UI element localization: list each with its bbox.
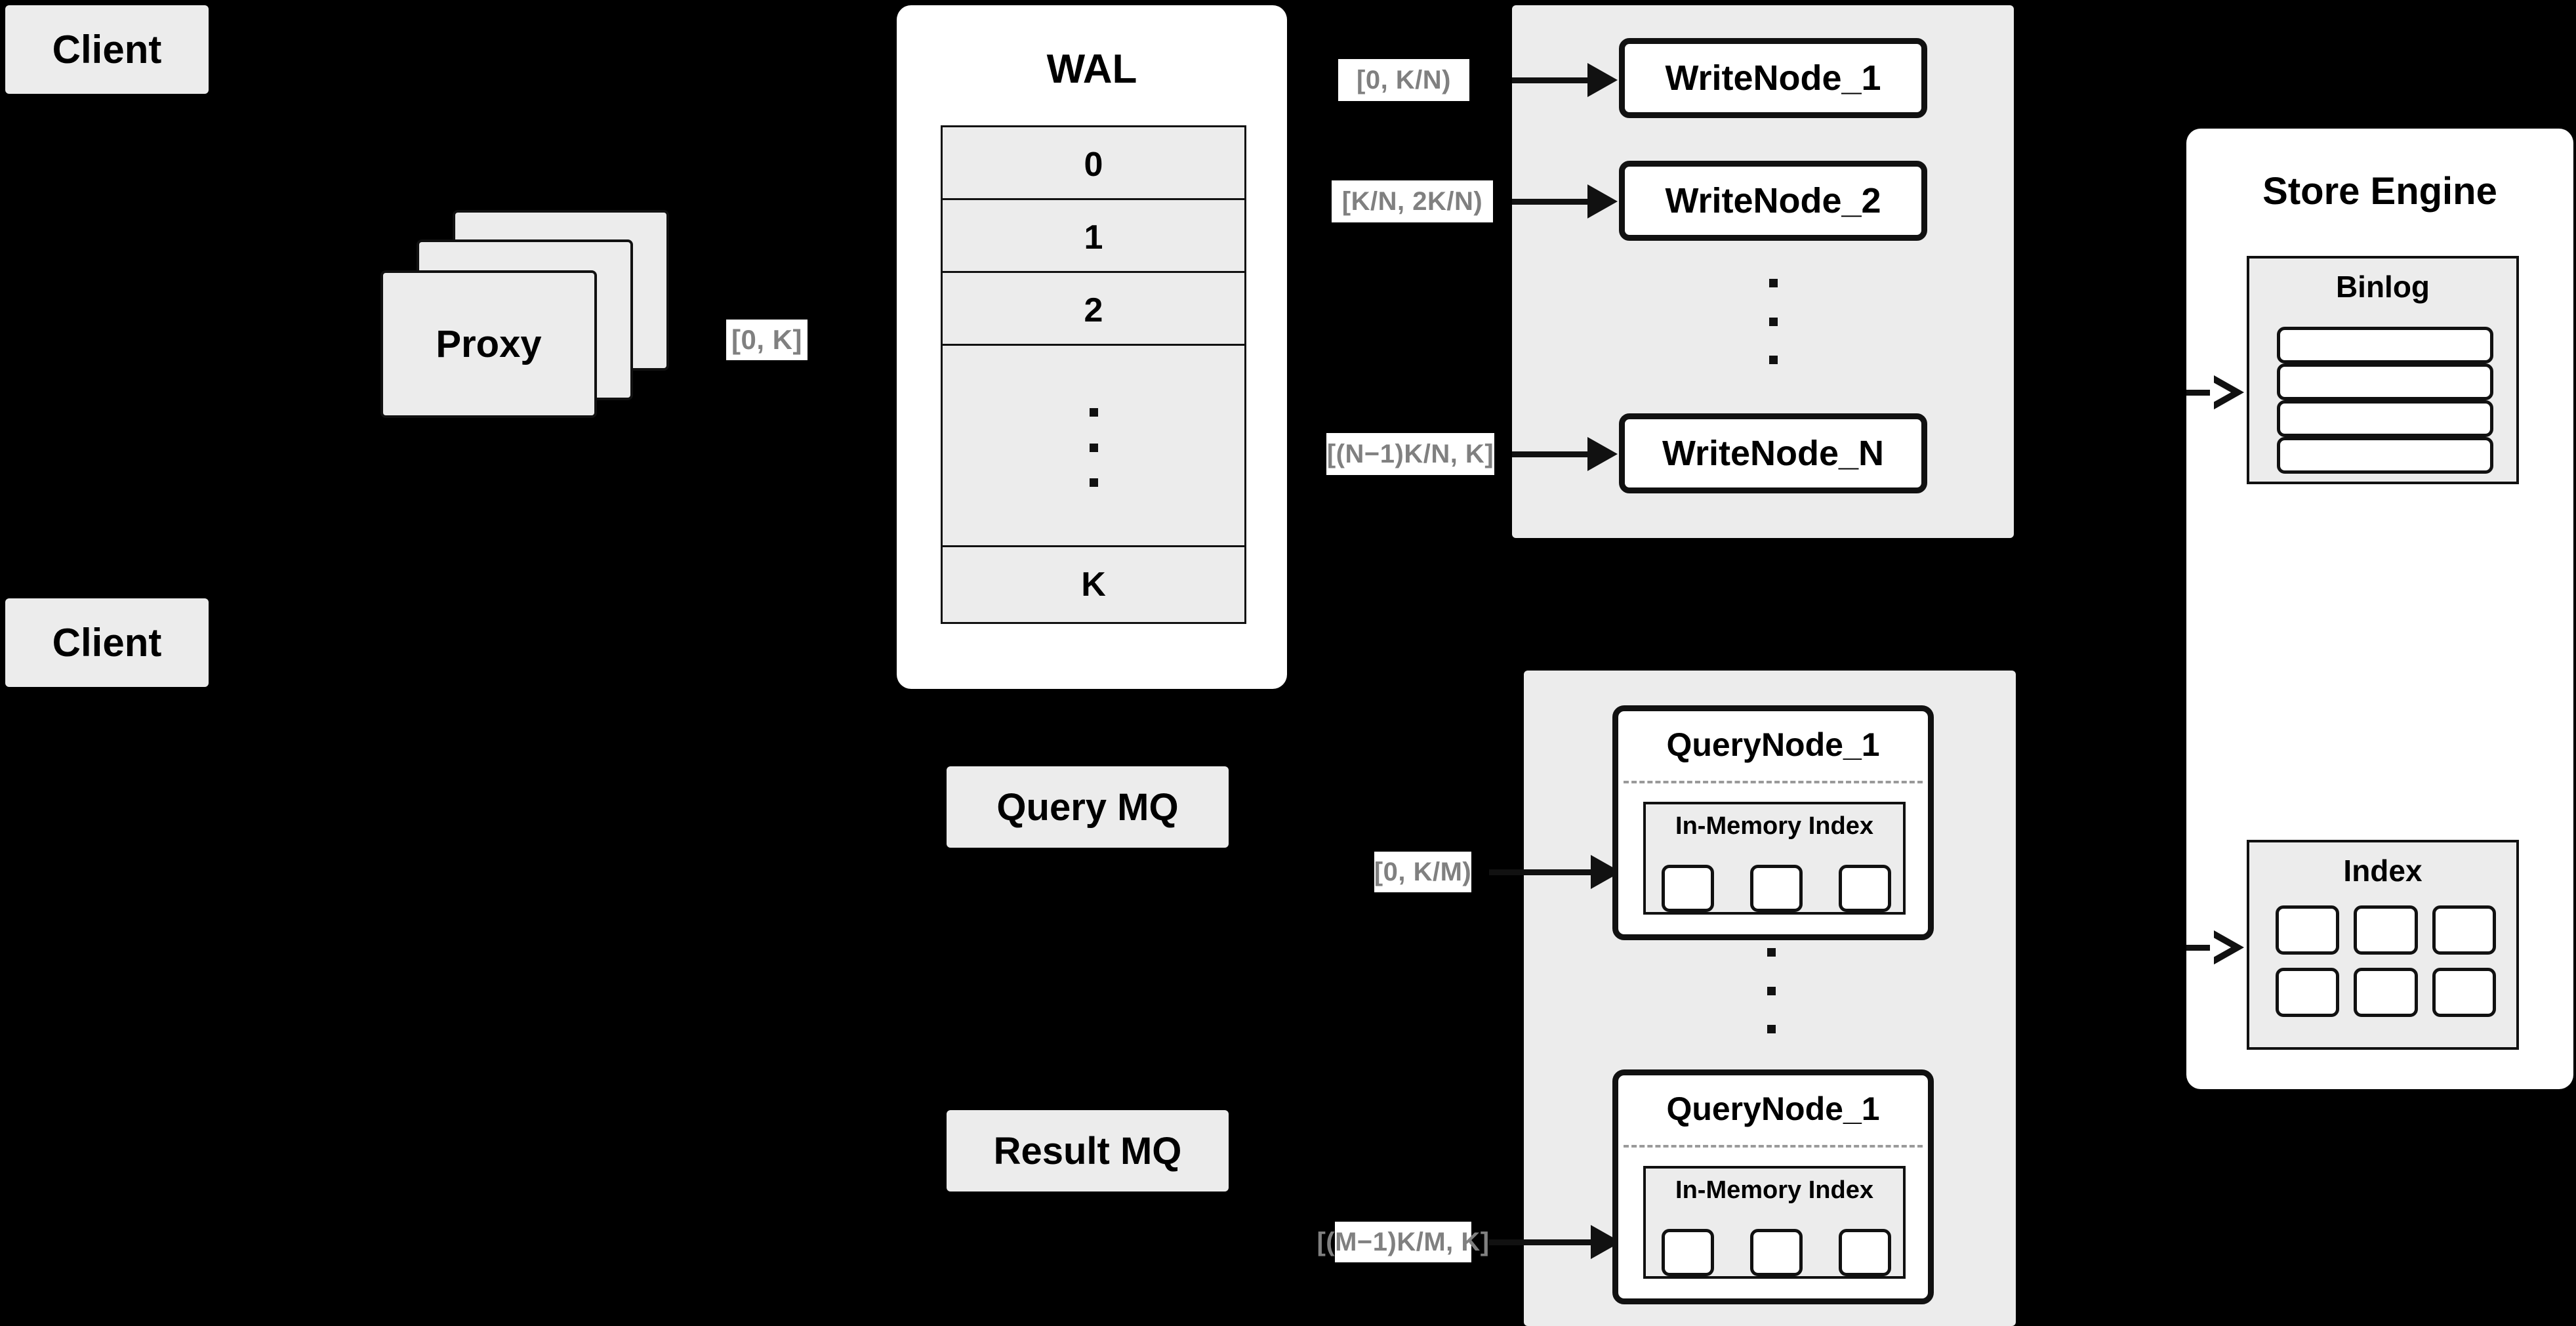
wal-entry-ellipsis — [941, 344, 1246, 551]
result-mq-label: Result MQ — [993, 1129, 1182, 1172]
in-memory-index-2-slots — [1662, 1229, 1891, 1276]
write-cluster-ellipsis — [1768, 279, 1778, 364]
query-node-2-separator — [1624, 1145, 1923, 1148]
write-arrow-head-n — [1587, 437, 1618, 471]
write-range-label-2: [K/N, 2K/N) — [1332, 180, 1493, 222]
index-slot[interactable] — [1662, 865, 1714, 912]
client-label-2: Client — [52, 621, 162, 665]
query-range-label-2: [(M−1)K/M, K] — [1317, 1222, 1489, 1262]
query-mq-label: Query MQ — [996, 785, 1179, 829]
in-memory-index-2: In-Memory Index — [1643, 1166, 1906, 1279]
client-box-1[interactable]: Client — [5, 5, 209, 94]
binlog-row[interactable] — [2277, 327, 2493, 363]
wal-entry-k[interactable]: K — [941, 545, 1246, 624]
proxy-stack[interactable]: Proxy — [380, 210, 682, 440]
index-cell[interactable] — [2432, 905, 2496, 955]
proxy-range-label: [0, K] — [726, 320, 808, 360]
write-range-label-1: [0, K/N) — [1338, 59, 1469, 101]
index-slot[interactable] — [1750, 1229, 1803, 1276]
wal-entry-2[interactable]: 2 — [941, 271, 1246, 350]
in-memory-index-1: In-Memory Index — [1643, 802, 1906, 915]
write-range-label-n: [(N−1)K/N, K] — [1326, 433, 1494, 475]
store-index-arrow-head — [2210, 930, 2244, 964]
index-slot[interactable] — [1839, 865, 1891, 912]
client-label-1: Client — [52, 28, 162, 72]
proxy-label: Proxy — [436, 323, 542, 365]
binlog-title: Binlog — [2335, 270, 2430, 304]
write-node-n[interactable]: WriteNode_N — [1619, 413, 1927, 493]
in-memory-index-2-title: In-Memory Index — [1675, 1176, 1873, 1204]
result-mq-box[interactable]: Result MQ — [947, 1110, 1229, 1191]
binlog-rows — [2277, 327, 2493, 474]
in-memory-index-1-slots — [1662, 865, 1891, 912]
wal-entry-table: 0 1 2 K — [941, 125, 1246, 624]
query-arrow-shaft-2 — [1489, 1239, 1594, 1245]
query-node-1-label: QueryNode_1 — [1666, 726, 1880, 763]
store-engine-container: Store Engine Binlog Index — [2186, 129, 2573, 1089]
index-slot[interactable] — [1662, 1229, 1714, 1276]
query-node-2[interactable]: QueryNode_1 In-Memory Index — [1612, 1069, 1934, 1304]
binlog-row[interactable] — [2277, 363, 2493, 400]
index-cell[interactable] — [2354, 968, 2418, 1017]
write-arrow-shaft-n — [1512, 451, 1591, 457]
binlog-row[interactable] — [2277, 400, 2493, 437]
store-index-arrow-shaft — [2186, 945, 2218, 951]
wal-entry-0[interactable]: 0 — [941, 125, 1246, 204]
query-node-1-separator — [1624, 781, 1923, 783]
query-node-1[interactable]: QueryNode_1 In-Memory Index — [1612, 705, 1934, 940]
proxy-card-front[interactable]: Proxy — [380, 270, 597, 418]
store-index-title: Index — [2343, 854, 2423, 888]
write-arrow-shaft-1 — [1512, 77, 1591, 83]
query-arrow-shaft-1 — [1489, 869, 1594, 875]
index-cell[interactable] — [2354, 905, 2418, 955]
query-node-2-label: QueryNode_1 — [1666, 1090, 1880, 1127]
wal-entry-1[interactable]: 1 — [941, 198, 1246, 277]
store-index-box: Index — [2247, 840, 2519, 1050]
client-box-2[interactable]: Client — [5, 598, 209, 687]
binlog-arrow-head — [2210, 375, 2244, 409]
store-engine-title: Store Engine — [2262, 170, 2497, 213]
index-slot[interactable] — [1839, 1229, 1891, 1276]
index-cell[interactable] — [2276, 968, 2340, 1017]
query-mq-box[interactable]: Query MQ — [947, 766, 1229, 848]
index-cell[interactable] — [2276, 905, 2340, 955]
query-cluster-ellipsis — [1767, 948, 1776, 1033]
store-index-grid — [2276, 905, 2496, 1017]
write-arrow-shaft-2 — [1512, 199, 1591, 205]
query-range-label-1: [0, K/M) — [1374, 852, 1471, 892]
write-arrow-head-2 — [1587, 184, 1618, 218]
write-arrow-head-1 — [1587, 63, 1618, 97]
wal-title: WAL — [1046, 47, 1137, 92]
binlog-box: Binlog — [2247, 256, 2519, 484]
write-node-1[interactable]: WriteNode_1 — [1619, 38, 1927, 118]
binlog-arrow-shaft — [2186, 390, 2218, 396]
write-node-2[interactable]: WriteNode_2 — [1619, 161, 1927, 241]
binlog-row[interactable] — [2277, 437, 2493, 474]
index-slot[interactable] — [1750, 865, 1803, 912]
in-memory-index-1-title: In-Memory Index — [1675, 812, 1873, 840]
wal-vertical-dots — [1090, 408, 1098, 487]
index-cell[interactable] — [2432, 968, 2496, 1017]
wal-container: WAL 0 1 2 K — [897, 5, 1287, 689]
